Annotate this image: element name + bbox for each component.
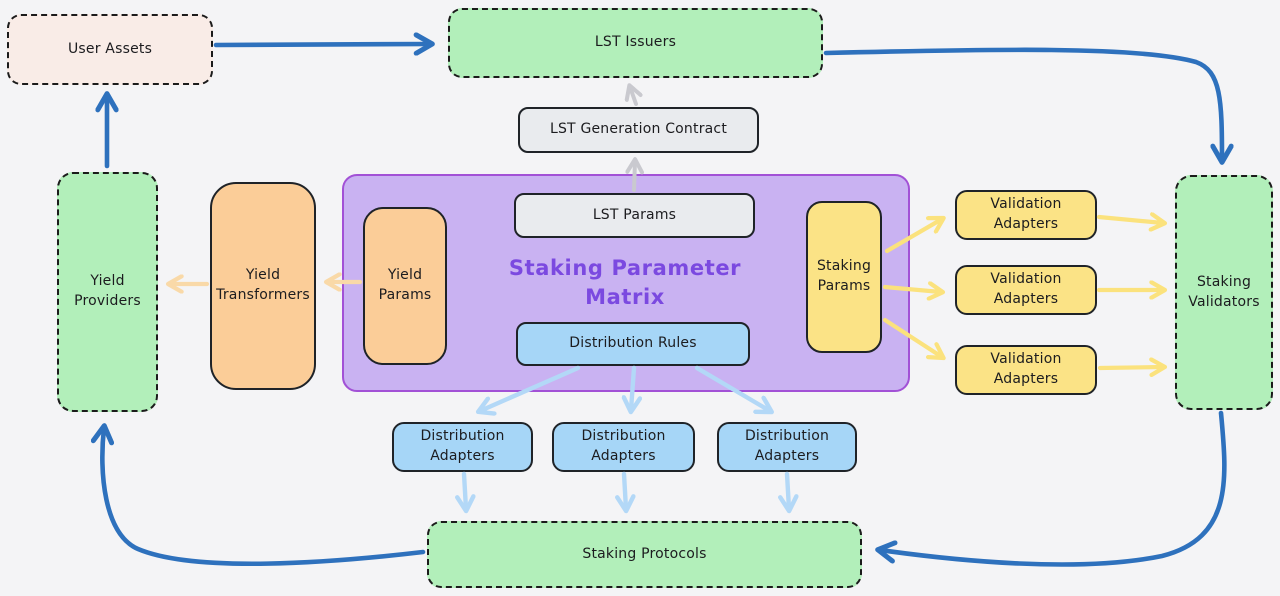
arrow-distribution-adapters-1-to-staking-protocols	[464, 471, 466, 509]
node-label: Staking Params	[816, 258, 872, 294]
node-staking-params: Staking Params	[806, 201, 882, 353]
matrix-title: Staking Parameter Matrix	[465, 256, 785, 309]
node-label: Distribution Adapters	[581, 428, 666, 464]
node-lst-params: LST Params	[514, 193, 755, 238]
arrow-lst-generation-contract-to-lst-issuers	[630, 87, 636, 106]
node-distribution-adapters-3: Distribution Adapters	[717, 422, 857, 472]
node-label: Validation Adapters	[990, 271, 1062, 307]
node-label: Distribution Adapters	[420, 428, 505, 464]
node-label: LST Generation Contract	[549, 121, 728, 138]
node-label: User Assets	[67, 40, 153, 57]
node-lst-generation-contract: LST Generation Contract	[518, 107, 759, 153]
arrow-staking-validators-to-staking-protocols	[880, 410, 1227, 567]
node-yield-transformers: Yield Transformers	[210, 182, 316, 390]
arrow-user-assets-to-lst-issuers	[213, 44, 430, 45]
node-distribution-adapters-1: Distribution Adapters	[392, 422, 533, 472]
node-yield-providers: Yield Providers	[57, 172, 158, 412]
node-label: Staking Protocols	[582, 545, 707, 562]
node-yield-params: Yield Params	[363, 207, 447, 365]
node-label: Yield Providers	[74, 273, 141, 309]
node-staking-validators: Staking Validators	[1175, 175, 1273, 410]
node-validation-adapters-3: Validation Adapters	[955, 345, 1097, 395]
node-label: Validation Adapters	[990, 351, 1062, 387]
arrow-distribution-adapters-3-to-staking-protocols	[787, 471, 789, 509]
node-label: Distribution Adapters	[744, 428, 830, 464]
node-lst-issuers: LST Issuers	[448, 8, 823, 78]
node-validation-adapters-1: Validation Adapters	[955, 190, 1097, 240]
node-staking-protocols: Staking Protocols	[427, 521, 862, 588]
arrow-validation-adapters-3-to-staking-validators	[1097, 367, 1163, 368]
arrow-distribution-adapters-2-to-staking-protocols	[624, 471, 626, 509]
node-distribution-adapters-2: Distribution Adapters	[552, 422, 695, 472]
node-label: Distribution Rules	[569, 335, 697, 352]
node-label: LST Params	[592, 206, 677, 223]
node-label: Yield Transformers	[216, 267, 310, 303]
node-user-assets: User Assets	[7, 14, 213, 85]
arrow-lst-issuers-to-staking-validators	[823, 47, 1222, 160]
node-label: Staking Validators	[1188, 273, 1260, 310]
node-label: Validation Adapters	[990, 196, 1062, 232]
node-validation-adapters-2: Validation Adapters	[955, 265, 1097, 315]
node-distribution-rules: Distribution Rules	[516, 322, 750, 366]
matrix-title-label: Staking Parameter Matrix	[508, 255, 742, 309]
arrow-staking-protocols-to-yield-providers	[102, 428, 426, 567]
node-label: Yield Params	[378, 267, 432, 303]
node-label: LST Issuers	[594, 34, 677, 51]
arrow-validation-adapters-1-to-staking-validators	[1096, 217, 1163, 223]
